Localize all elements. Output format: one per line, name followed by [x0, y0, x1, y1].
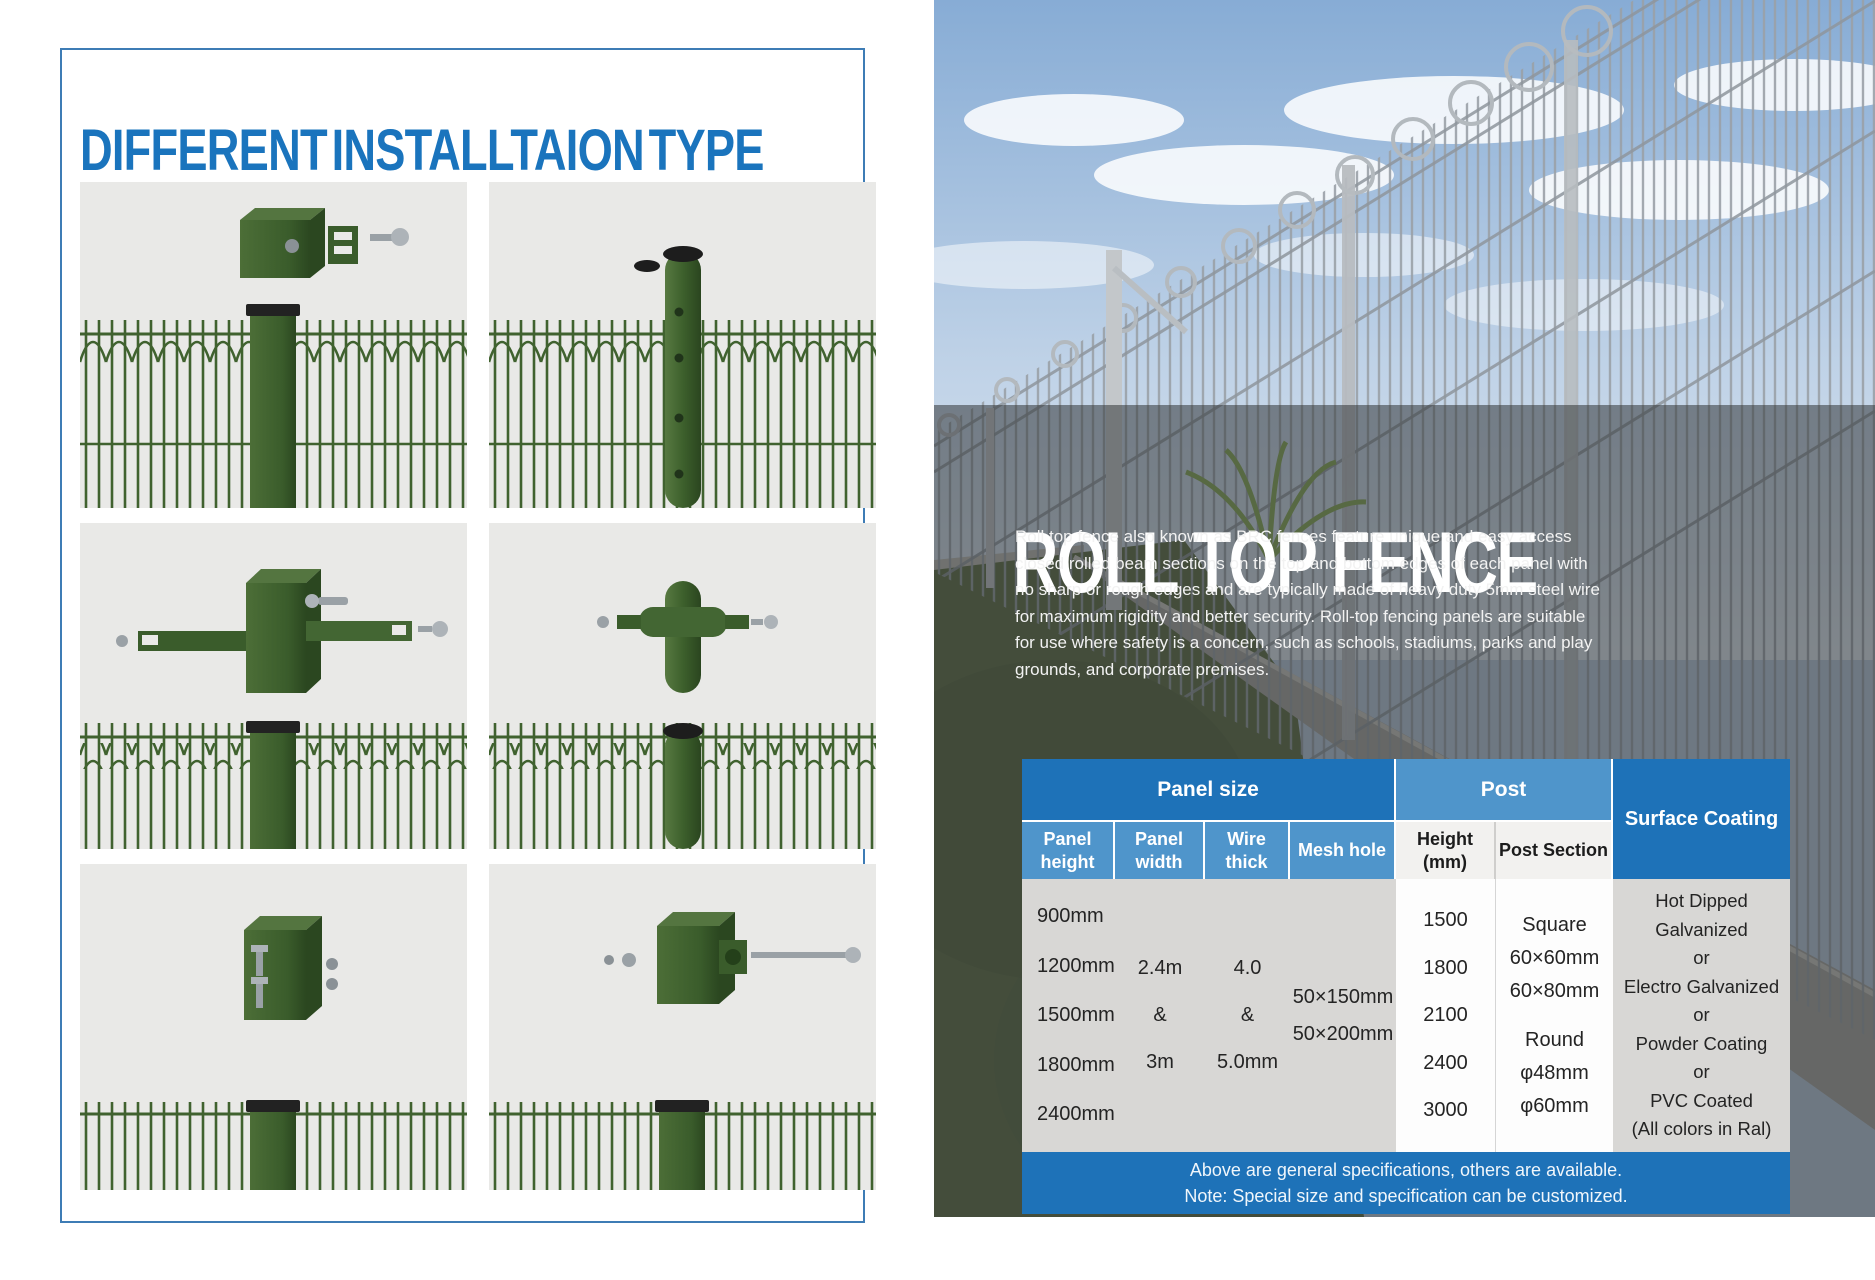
- table-note-band: Above are general specifications, others…: [1022, 1152, 1790, 1214]
- column-header-height-mm: Height (mm): [1396, 822, 1496, 879]
- fence-illustration-icon: [80, 182, 467, 508]
- fence-illustration-icon: [489, 864, 876, 1190]
- installation-image-cap-vertical-screws: [80, 864, 467, 1190]
- cell-wire-thick-values: 4.0&5.0mm: [1205, 879, 1290, 1152]
- product-title: ROLL TOP FENCE: [1013, 515, 1538, 612]
- installation-title: DIFFERENT INSTALLTAION TYPE: [80, 117, 764, 183]
- installation-image-round-collar-clamp: [489, 523, 876, 849]
- fence-illustration-icon: [489, 182, 876, 508]
- column-header-mesh-hole: Mesh hole: [1290, 822, 1396, 879]
- fence-illustration-icon: [489, 523, 876, 849]
- cell-panel-width-values: 2.4m&3m: [1115, 879, 1205, 1152]
- installation-image-grid: [80, 182, 876, 1190]
- installation-image-round-post-holes: [489, 182, 876, 508]
- installation-panel: DIFFERENT INSTALLTAION TYPE: [60, 48, 876, 1223]
- installation-image-cap-through-bolt: [489, 864, 876, 1190]
- installation-image-square-cap-clamp: [80, 182, 467, 508]
- column-header-post-section: Post Section: [1496, 822, 1613, 879]
- fence-illustration-icon: [80, 523, 467, 849]
- installation-image-square-side-brackets: [80, 523, 467, 849]
- group-header-panel-size: Panel size: [1022, 759, 1396, 822]
- product-description: Roll top fence also known as BRC fences …: [1015, 527, 1600, 679]
- column-header-wire-thick: Wire thick: [1205, 822, 1290, 879]
- column-header-panel-width: Panel width: [1115, 822, 1205, 879]
- group-header-surface-coating: Surface Coating: [1613, 759, 1790, 879]
- spec-table: Panel size Post Surface Coating Panel he…: [1022, 759, 1790, 1214]
- fence-illustration-icon: [80, 864, 467, 1190]
- group-header-post: Post: [1396, 759, 1613, 822]
- rolltop-photo-section: ROLL TOP FENCE Roll top fence also known…: [934, 0, 1875, 1217]
- column-header-panel-height: Panel height: [1022, 822, 1115, 879]
